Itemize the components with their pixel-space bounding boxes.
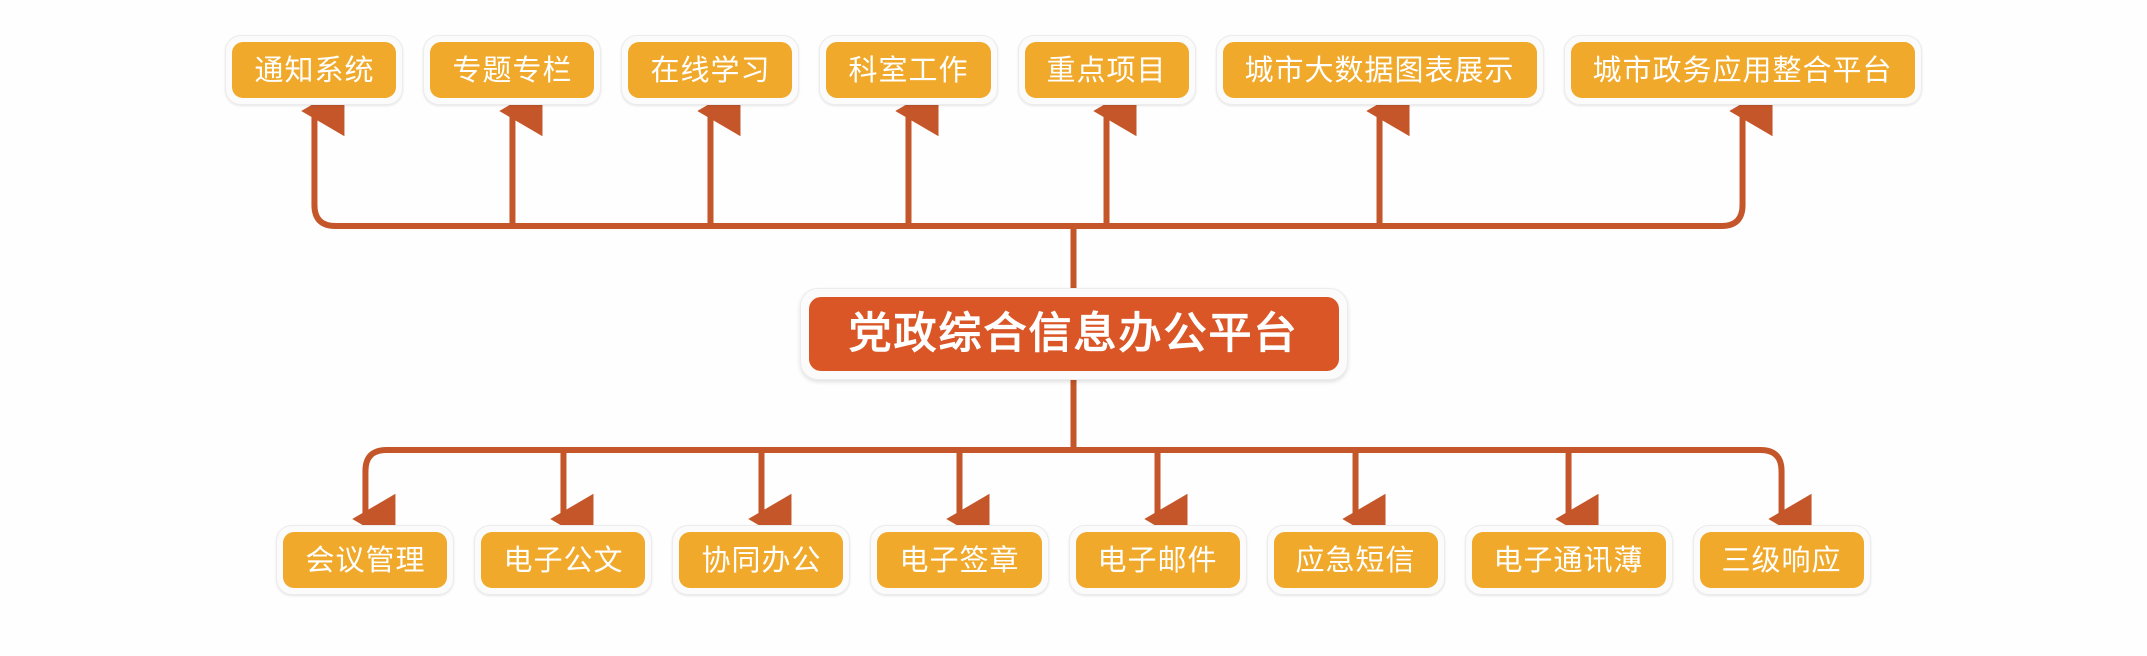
center-node-label: 党政综合信息办公平台 xyxy=(808,297,1339,371)
bottom-node-3[interactable]: 协同办公 xyxy=(672,525,851,595)
top-node-5-label: 重点项目 xyxy=(1024,42,1189,98)
bottom-node-1[interactable]: 会议管理 xyxy=(276,525,455,595)
bottom-node-row: 会议管理 电子公文 协同办公 电子签章 电子邮件 应急短信 电子通讯薄 三级响应 xyxy=(0,525,2147,595)
top-node-1-label: 通知系统 xyxy=(232,42,397,98)
bottom-node-5[interactable]: 电子邮件 xyxy=(1068,525,1247,595)
top-node-2-label: 专题专栏 xyxy=(430,42,595,98)
top-node-5[interactable]: 重点项目 xyxy=(1017,35,1196,105)
top-node-7-label: 城市政务应用整合平台 xyxy=(1570,42,1915,98)
top-node-4[interactable]: 科室工作 xyxy=(819,35,998,105)
center-node[interactable]: 党政综合信息办公平台 xyxy=(799,288,1348,380)
bottom-node-4-label: 电子签章 xyxy=(877,532,1042,588)
bottom-node-8[interactable]: 三级响应 xyxy=(1692,525,1871,595)
corner-top-left xyxy=(311,202,339,229)
top-node-6[interactable]: 城市大数据图表展示 xyxy=(1215,35,1544,105)
top-node-2[interactable]: 专题专栏 xyxy=(423,35,602,105)
corner-top-right xyxy=(1718,202,1746,229)
top-node-3[interactable]: 在线学习 xyxy=(621,35,800,105)
corner-bottom-right xyxy=(1757,447,1785,474)
top-node-6-label: 城市大数据图表展示 xyxy=(1222,42,1537,98)
bottom-node-8-label: 三级响应 xyxy=(1699,532,1864,588)
top-node-row: 通知系统 专题专栏 在线学习 科室工作 重点项目 城市大数据图表展示 城市政务应… xyxy=(0,35,2147,105)
top-node-7[interactable]: 城市政务应用整合平台 xyxy=(1563,35,1922,105)
bottom-node-7[interactable]: 电子通讯薄 xyxy=(1464,525,1673,595)
bottom-node-1-label: 会议管理 xyxy=(283,532,448,588)
bottom-node-6[interactable]: 应急短信 xyxy=(1266,525,1445,595)
bottom-node-4[interactable]: 电子签章 xyxy=(870,525,1049,595)
top-node-3-label: 在线学习 xyxy=(628,42,793,98)
bottom-node-2-label: 电子公文 xyxy=(481,532,646,588)
bottom-node-2[interactable]: 电子公文 xyxy=(474,525,653,595)
corner-bottom-left xyxy=(362,447,390,474)
bottom-node-6-label: 应急短信 xyxy=(1273,532,1438,588)
top-node-4-label: 科室工作 xyxy=(826,42,991,98)
bottom-node-5-label: 电子邮件 xyxy=(1075,532,1240,588)
bottom-node-3-label: 协同办公 xyxy=(679,532,844,588)
bottom-node-7-label: 电子通讯薄 xyxy=(1471,532,1666,588)
top-node-1[interactable]: 通知系统 xyxy=(225,35,404,105)
